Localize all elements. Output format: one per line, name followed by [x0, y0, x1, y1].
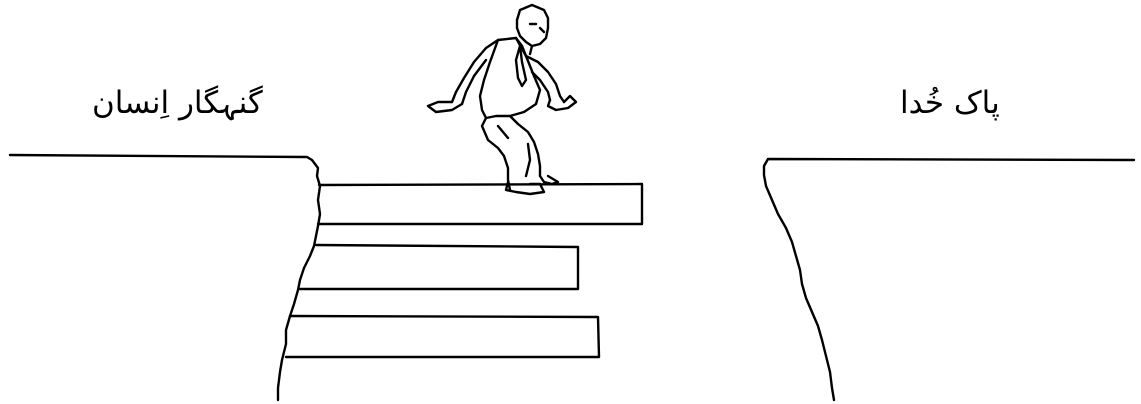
sinful-humanity-label: گنہگار اِنسان — [92, 88, 263, 119]
man-figure — [428, 5, 576, 194]
step-top — [318, 184, 642, 224]
step-bottom — [286, 316, 599, 357]
holy-god-label: پاک خُدا — [900, 88, 1000, 119]
step-middle — [300, 245, 578, 289]
left-cliff — [10, 155, 320, 400]
right-cliff — [764, 159, 1134, 400]
